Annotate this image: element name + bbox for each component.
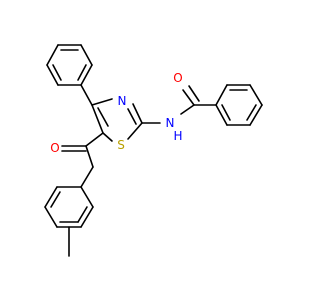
bond bbox=[80, 206, 94, 228]
bond bbox=[221, 104, 231, 121]
bond bbox=[91, 98, 113, 106]
structure-canvas: O O N N H S bbox=[44, 44, 263, 257]
bond bbox=[127, 122, 143, 140]
phenyl-ring-right bbox=[215, 84, 263, 126]
bond bbox=[91, 104, 104, 134]
bond bbox=[182, 89, 195, 106]
thiazole-ring bbox=[91, 98, 143, 142]
molecule-structure: O O N N H S bbox=[44, 44, 263, 257]
bond bbox=[188, 85, 200, 102]
bond bbox=[44, 186, 58, 208]
nitrogen-atom-ring: N bbox=[118, 94, 127, 108]
bond bbox=[80, 64, 93, 86]
benzoyl-carbonyl bbox=[182, 85, 217, 106]
bond bbox=[215, 84, 228, 106]
bond bbox=[180, 104, 195, 115]
bond bbox=[246, 104, 257, 121]
bond bbox=[50, 191, 61, 208]
hydrogen-atom-amide: H bbox=[173, 129, 182, 143]
bond bbox=[44, 206, 58, 228]
bond bbox=[52, 64, 62, 81]
bond bbox=[85, 145, 94, 168]
bond bbox=[46, 64, 59, 86]
bond bbox=[80, 84, 93, 106]
bond bbox=[46, 44, 59, 66]
bond bbox=[249, 104, 263, 126]
bond bbox=[102, 132, 113, 142]
bond bbox=[77, 206, 88, 223]
nitrogen-atom-amide: N bbox=[166, 116, 175, 130]
bond bbox=[97, 107, 109, 127]
bond bbox=[80, 166, 94, 188]
oxygen-atom-benzoyl: O bbox=[173, 71, 182, 85]
sulfur-atom: S bbox=[117, 138, 125, 152]
toluoyl-carbonyl bbox=[61, 145, 94, 168]
bond bbox=[127, 108, 137, 125]
oxygen-atom-toluoyl: O bbox=[50, 141, 59, 155]
bond bbox=[132, 103, 143, 124]
bond bbox=[80, 186, 94, 208]
phenyl-ring-top bbox=[46, 44, 93, 86]
bond bbox=[249, 84, 263, 106]
bond bbox=[77, 64, 87, 81]
bond bbox=[215, 104, 228, 126]
bond bbox=[80, 44, 93, 66]
bond bbox=[85, 132, 104, 147]
tolyl-ring bbox=[44, 166, 94, 228]
